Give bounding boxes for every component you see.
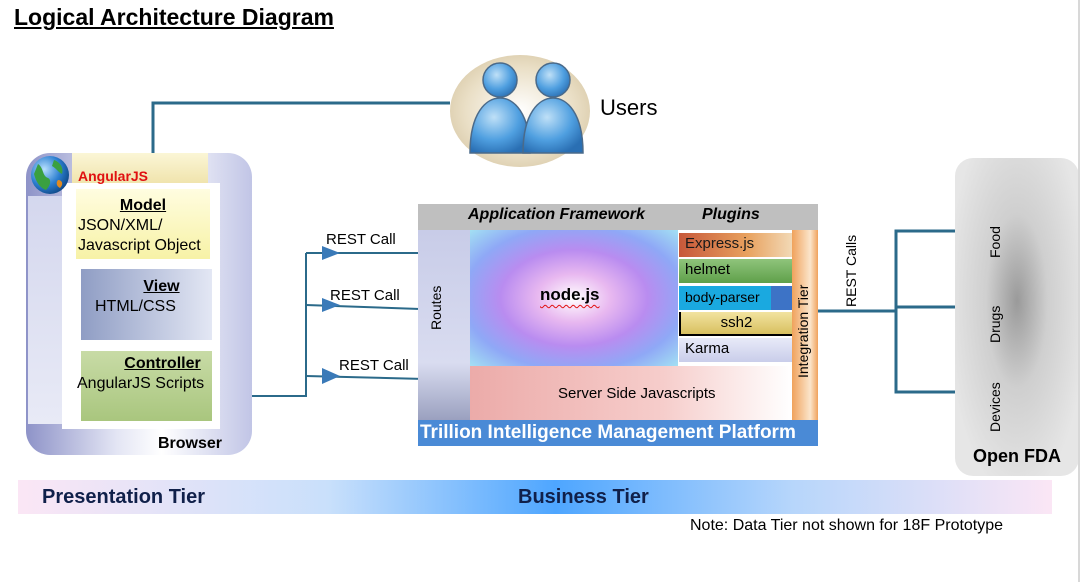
right-edge — [1078, 0, 1080, 582]
plugin-karma: Karma — [679, 338, 792, 362]
rest-call-label: REST Call — [326, 231, 396, 248]
plugin-express: Express.js — [679, 233, 792, 257]
view-box: View HTML/CSS — [81, 269, 212, 340]
fda-source-food: Food — [987, 226, 1003, 258]
rest-calls-label: REST Calls — [843, 234, 859, 307]
open-fda-label: Open FDA — [973, 446, 1061, 466]
users-label: Users — [600, 95, 658, 120]
model-text-line-2: Javascript Object — [78, 237, 201, 254]
angularjs-label: AngularJS — [78, 168, 149, 184]
fda-branches — [894, 229, 961, 394]
diagram-title: Logical Architecture Diagram — [14, 4, 334, 30]
server-side-label: Server Side Javascripts — [558, 385, 716, 402]
platform-header: Application Framework Plugins — [418, 204, 818, 230]
model-box: Model JSON/XML/ Javascript Object — [76, 189, 210, 259]
browser-side-panel — [28, 196, 64, 424]
plugin-helmet: helmet — [679, 259, 792, 283]
integration-tier-box — [792, 230, 818, 420]
server-side-box — [470, 366, 792, 420]
users-icon — [469, 62, 584, 154]
integration-tier-label: Integration Tier — [795, 284, 811, 378]
note-text: Note: Data Tier not shown for 18F Protot… — [690, 517, 1004, 534]
business-tier-label: Business Tier — [518, 486, 649, 508]
fda-source-devices: Devices — [987, 382, 1003, 432]
presentation-tier-label: Presentation Tier — [42, 486, 206, 508]
fda-source-drugs: Drugs — [987, 305, 1003, 343]
users-connector — [151, 101, 450, 153]
nodejs-box — [470, 230, 678, 366]
routes-box — [418, 230, 470, 420]
plugins-label: Plugins — [702, 206, 760, 223]
routes-label: Routes — [428, 285, 444, 330]
angularjs-header: AngularJS — [72, 153, 208, 184]
view-title: View — [143, 278, 180, 295]
model-text-line-1: JSON/XML/ — [78, 217, 163, 234]
controller-box: Controller AngularJS Scripts — [77, 351, 212, 421]
rest-call-arrow-1 — [306, 246, 426, 260]
model-title: Model — [119, 197, 167, 214]
open-fda-box — [955, 158, 1079, 476]
controller-text: AngularJS Scripts — [77, 375, 205, 392]
plugin-ssh2: ssh2 — [679, 312, 792, 336]
browser-label: Browser — [158, 435, 223, 452]
platform-name: Trillion Intelligence Management Platfor… — [418, 420, 818, 446]
globe-icon — [31, 156, 69, 194]
nodejs-label: node.js — [540, 285, 600, 304]
tier-bar: Presentation Tier Business Tier — [18, 480, 1052, 514]
rest-call-label: REST Call — [339, 357, 409, 374]
view-text: HTML/CSS — [95, 298, 176, 315]
controller-title: Controller — [124, 355, 201, 372]
app-framework-label: Application Framework — [468, 206, 645, 223]
rest-call-label: REST Call — [330, 287, 400, 304]
plugin-body-parser: body-parser — [679, 286, 771, 310]
plugin-body-parser-tail — [771, 286, 792, 310]
